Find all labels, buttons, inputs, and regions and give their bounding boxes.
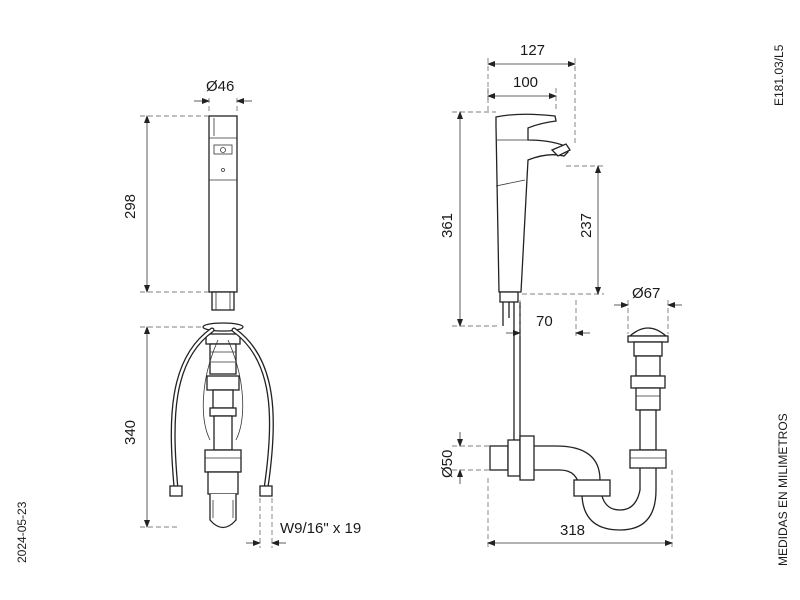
- label-spout-reach: 100: [513, 74, 538, 91]
- dim-total-width: [487, 58, 576, 146]
- label-hose-length: 340: [122, 420, 139, 445]
- front-drain: [204, 449, 242, 529]
- pop-up-drain: [627, 327, 669, 469]
- dim-hose-connection: [246, 498, 286, 548]
- label-deck-depth: 70: [536, 313, 553, 330]
- label-faucet-height: 298: [122, 194, 139, 219]
- label-total-width: 127: [520, 42, 545, 59]
- dim-deck-depth: [506, 300, 590, 336]
- label-drain-diameter: Ø67: [632, 285, 660, 302]
- dim-trap-outlet: [452, 432, 490, 484]
- dim-diameter-46: [194, 98, 252, 112]
- units-note: MEDIDAS EN MILIMETROS: [776, 413, 790, 566]
- faucet-front-body: [208, 115, 238, 293]
- dim-spout-reach: [487, 88, 557, 112]
- dim-trap-length: [487, 470, 673, 548]
- label-diameter-46: Ø46: [206, 78, 234, 95]
- p-trap: [489, 435, 657, 531]
- side-view: 127 100 361 237 70: [439, 42, 682, 548]
- dim-hose-length: [140, 326, 203, 528]
- front-view: Ø46 298 340 W9/16" x 19: [122, 78, 361, 548]
- reference-code: E181.03/L5: [772, 44, 786, 106]
- flexible-hoses: [169, 327, 274, 497]
- dim-spout-height: [522, 165, 604, 295]
- label-trap-outlet: Ø50: [439, 450, 456, 478]
- label-trap-length: 318: [560, 522, 585, 539]
- label-hose-connection: W9/16" x 19: [280, 520, 361, 537]
- faucet-front-mount: [202, 291, 244, 451]
- label-total-height: 361: [439, 213, 456, 238]
- dim-drain-diameter: [614, 300, 682, 334]
- dim-faucet-height: [140, 115, 212, 293]
- faucet-side-body: [495, 113, 571, 470]
- label-spout-height: 237: [578, 213, 595, 238]
- drawing-date: 2024-05-23: [15, 501, 29, 563]
- dim-total-height: [452, 111, 500, 327]
